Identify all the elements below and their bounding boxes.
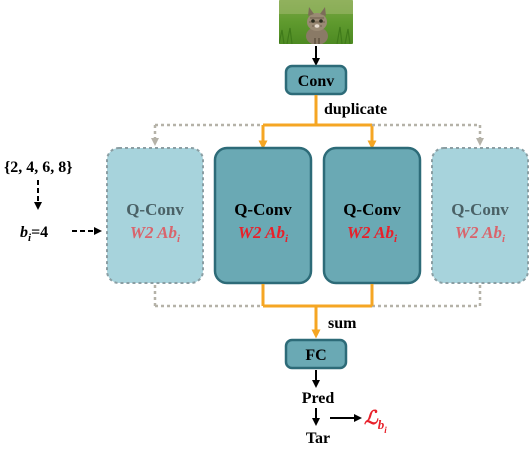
qconv-3-sub: W2 Abi <box>347 223 398 245</box>
sum-label: sum <box>328 315 357 332</box>
duplicate-label: duplicate <box>324 101 387 118</box>
qconv-block-1 <box>106 147 204 284</box>
pred-label: Pred <box>302 390 335 407</box>
qconv-block-2 <box>213 146 313 285</box>
qconv-4-sub: W2 Abi <box>455 223 506 245</box>
loss-label: ℒbi <box>364 408 387 435</box>
qconv-2-label: Q-Conv <box>234 200 292 219</box>
fc-label: FC <box>305 347 326 364</box>
faded-split-arrows <box>151 123 484 146</box>
qconv-2-sub: W2 Abi <box>238 223 289 245</box>
duplicate-split-arrows <box>258 95 377 150</box>
qconv-3-label: Q-Conv <box>343 200 401 219</box>
qconv-block-4 <box>431 147 529 284</box>
qconv-block-3 <box>322 146 422 285</box>
bit-set-label: {2, 4, 6, 8} <box>4 159 73 176</box>
qconv-4-label: Q-Conv <box>451 200 509 219</box>
qconv-1-label: Q-Conv <box>126 200 184 219</box>
faded-merge-lines <box>153 285 482 308</box>
cat-image <box>279 0 353 44</box>
qconv-1-sub: W2 Abi <box>130 223 181 245</box>
conv-box <box>284 64 348 96</box>
fc-box <box>284 338 348 370</box>
sum-merge-arrows <box>261 284 374 339</box>
tar-label: Tar <box>306 430 330 447</box>
bit-choice-label: bi=4 <box>20 224 48 244</box>
conv-label: Conv <box>298 73 334 90</box>
